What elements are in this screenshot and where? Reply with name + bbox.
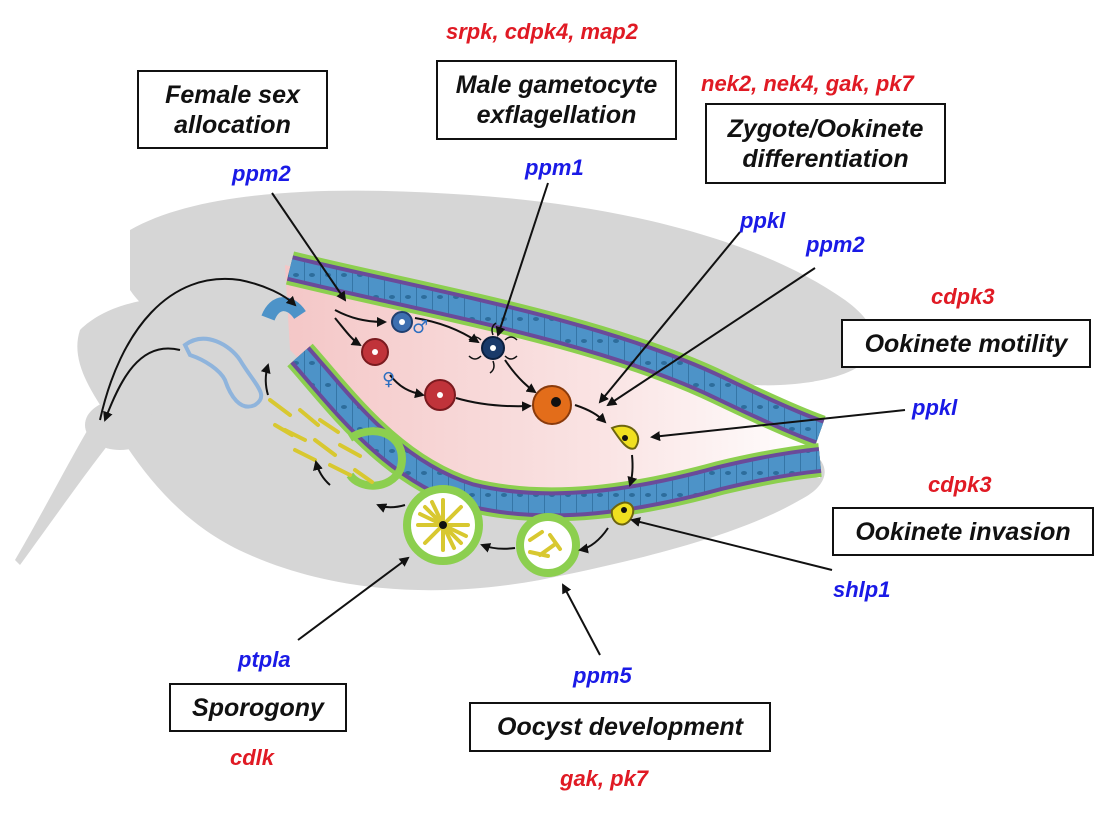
phosphatase-label-oocyst: ppm5	[573, 663, 632, 688]
male-symbol: ♂	[412, 317, 428, 338]
box-sporogony-text: Sporogony	[192, 693, 324, 722]
box-oocyst-text: Oocyst development	[497, 713, 743, 741]
kinase-label-zygote: nek2, nek4, gak, pk7	[701, 71, 914, 96]
kinase-label-exflagellation: srpk, cdpk4, map2	[446, 19, 638, 44]
box-ookinete-motility: Ookinete motility	[841, 319, 1091, 368]
kinase-label-invasion: cdpk3	[928, 472, 992, 497]
phosphatase-label-male: ppm1	[525, 155, 584, 180]
box-female-sex-allocation: Female sex allocation	[137, 70, 328, 149]
salivary-gland	[182, 336, 264, 409]
ingestion-arrow	[99, 277, 297, 421]
pointer-arrows	[271, 182, 906, 656]
box-zygote-ookinete-differentiation: Zygote/Ookinete differentiation	[705, 103, 946, 184]
sporozoites	[268, 398, 374, 484]
ookinete-invading	[610, 501, 635, 526]
transmission-arrow	[103, 347, 181, 422]
phosphatase-label-motility: ppkl	[912, 395, 958, 420]
box-male-line2: exflagellation	[476, 101, 637, 129]
kinase-label-sporogony: cdlk	[230, 745, 275, 770]
box-motility-text: Ookinete motility	[864, 329, 1068, 358]
phosphatase-label-invasion: shlp1	[833, 577, 891, 602]
box-male-line1: Male gametocyte	[455, 71, 658, 99]
kinase-label-oocyst: gak, pk7	[560, 766, 649, 791]
box-male-gametocyte-exflagellation: Male gametocyte exflagellation	[436, 60, 677, 140]
female-symbol: ♀	[382, 369, 395, 390]
box-female-line1: Female sex	[165, 80, 300, 109]
box-ookinete-invasion: Ookinete invasion	[832, 507, 1094, 556]
kinase-label-motility: cdpk3	[931, 284, 995, 309]
parasite-stages	[361, 311, 640, 526]
phosphatase-label-zygote-ppm2: ppm2	[806, 232, 865, 257]
lifecycle-arrows	[260, 309, 638, 554]
box-zygote-line2: differentiation	[742, 144, 909, 173]
box-oocyst-development: Oocyst development	[469, 702, 771, 752]
box-invasion-text: Ookinete invasion	[855, 517, 1071, 546]
phosphatase-label-female: ppm2	[232, 161, 291, 186]
oocysts	[346, 427, 580, 577]
phosphatase-label-zygote-ppkl: ppkl	[740, 208, 786, 233]
phosphatase-label-sporogony: ptpla	[238, 647, 291, 672]
box-female-line2: allocation	[174, 110, 291, 139]
exflagellating-male	[468, 322, 518, 374]
box-zygote-line1: Zygote/Ookinete	[727, 114, 924, 143]
box-sporogony: Sporogony	[169, 683, 347, 732]
